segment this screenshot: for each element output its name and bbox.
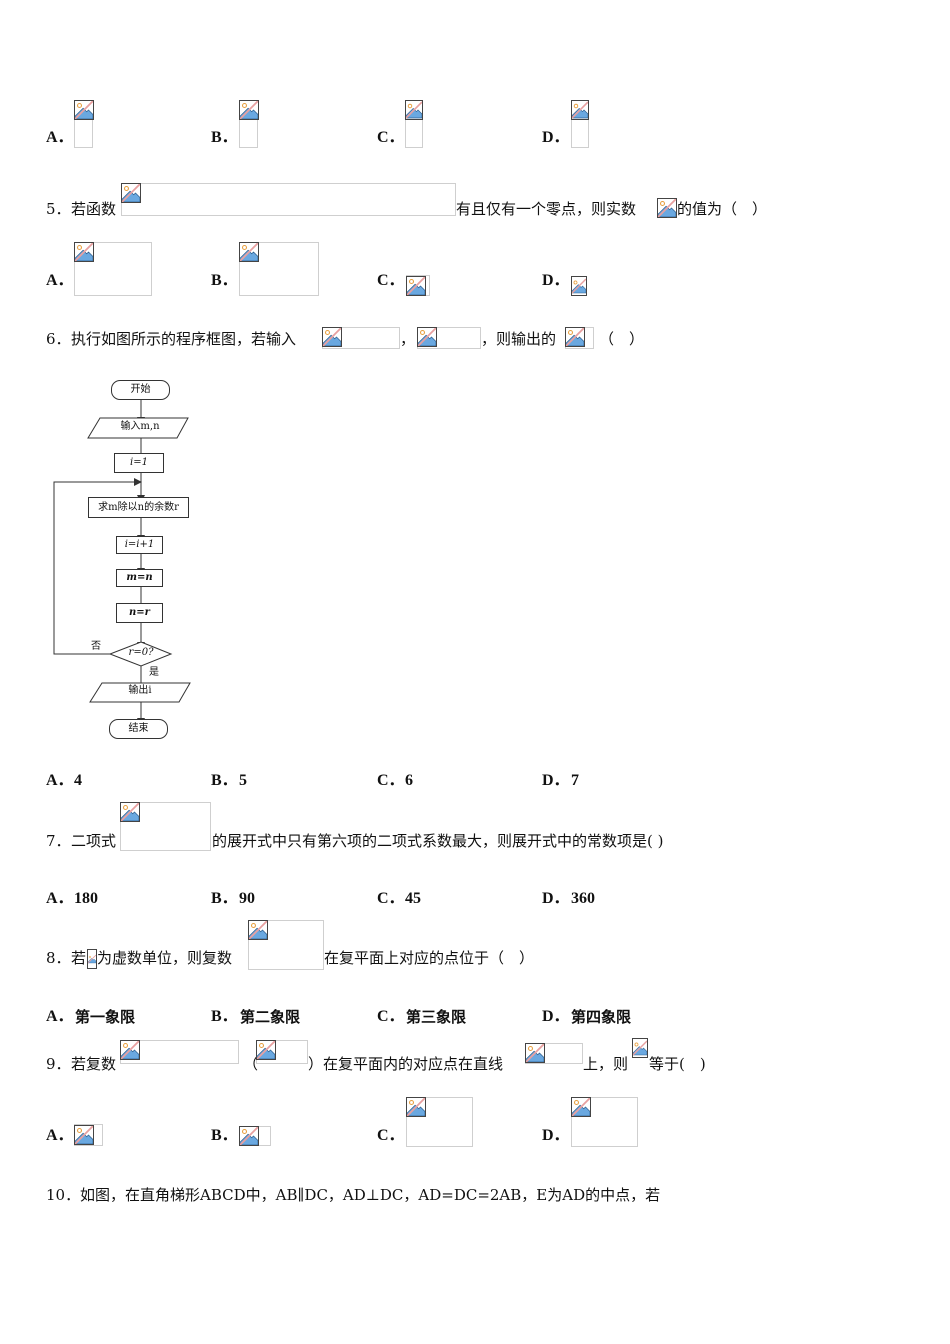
q7-option-b-value: 90 [239,890,255,907]
broken-image-icon [120,802,140,822]
q5-option-c-label: C． [377,272,405,289]
q9-text-2: （ [243,1055,259,1073]
q5-text-3: 的值为（ ） [677,200,768,218]
q8-text-3: 在复平面上对应的点位于（ ） [324,949,535,967]
q9-text-1: 若复数 [71,1055,117,1073]
q7-text-2: 的展开式中只有第六项的二项式系数最大，则展开式中的常数项是( ) [212,832,664,850]
q6-option-a-label: A． [46,772,74,789]
q6-text-4: （ ） [599,330,645,348]
broken-image-icon [657,198,677,218]
q6-text-1: 执行如图所示的程序框图，若输入 [71,330,297,348]
flowchart-input: 输入m,n [120,421,160,432]
q7-option-a-value: 180 [74,890,98,907]
q5-option-d-label: D． [542,272,570,289]
broken-image-icon [121,183,141,203]
q4-option-a-label: A． [46,129,74,146]
broken-image-icon [571,100,589,120]
broken-image-icon [406,1097,426,1117]
q8-option-d-value: 第四象限 [571,1008,632,1026]
q9-text-4: 上，则 [583,1055,629,1073]
q6-option-b-value: 5 [239,772,247,789]
broken-image-icon [239,242,259,262]
q5-number: 5． [46,200,71,218]
broken-image-icon [239,100,259,120]
flowchart-end: 结束 [109,719,168,739]
q7-option-c-label: C． [377,890,405,907]
q6-text-3: ，则输出的 [481,330,557,348]
q6-option-a-value: 4 [74,772,82,789]
q6-option-d-label: D． [542,772,570,789]
q8-option-a-label: A． [46,1008,74,1025]
broken-image-icon [571,276,587,296]
q4-option-b-label: B． [211,129,238,146]
broken-image-icon [74,1125,94,1145]
flowchart-init: i=1 [114,453,164,473]
flowchart-increment: i=i+1 [116,536,163,554]
q10-number: 10． [46,1186,81,1204]
q5-function-image [121,183,456,216]
q6-option-d-value: 7 [571,772,579,789]
broken-image-icon [256,1040,276,1060]
broken-image-icon [322,327,342,347]
flowchart-assign-n: n=r [116,603,163,623]
broken-image-icon [405,100,423,120]
q6-option-c-value: 6 [405,772,413,789]
q8-number: 8． [46,949,71,967]
flowchart-no-label: 否 [91,641,101,652]
flowchart-yes-label: 是 [149,667,159,678]
broken-image-icon [239,1126,259,1146]
q9-option-d-label: D． [542,1127,570,1144]
q10-text: 如图，在直角梯形ABCD中，AB∥DC，AD⊥DC，AD=DC=2AB，E为AD… [80,1186,661,1204]
q9-number: 9． [46,1055,71,1073]
broken-image-icon [74,242,94,262]
q7-option-b-label: B． [211,890,238,907]
flowchart-start: 开始 [111,380,170,400]
broken-image-icon [417,327,437,347]
q8-option-b-value: 第二象限 [240,1008,301,1026]
q5-option-b-label: B． [211,272,238,289]
broken-image-icon [74,100,94,120]
flowchart-condition: r=0? [128,647,154,658]
q8-option-c-label: C． [377,1008,405,1025]
q9-option-b-label: B． [211,1127,238,1144]
q8-text-2: 为虚数单位，则复数 [97,949,233,967]
q8-option-d-label: D． [542,1008,570,1025]
q7-option-a-label: A． [46,890,74,907]
q7-text-1: 二项式 [71,832,117,850]
q5-text-1: 若函数 [71,200,117,218]
q5-option-a-label: A． [46,272,74,289]
flowchart-assign-m: m=n [116,569,163,587]
q9-text-3: ）在复平面内的对应点在直线 [308,1055,504,1073]
broken-image-icon [571,1097,591,1117]
broken-image-icon [406,276,426,296]
q6-option-c-label: C． [377,772,405,789]
broken-image-icon [632,1038,648,1058]
q4-option-c-label: C． [377,129,405,146]
q7-number: 7． [46,832,71,850]
broken-image-icon [525,1043,545,1063]
q9-option-c-label: C． [377,1127,405,1144]
q9-text-5: 等于( ) [649,1055,706,1073]
broken-image-icon [565,327,585,347]
q6-option-b-label: B． [211,772,238,789]
q7-option-d-label: D． [542,890,570,907]
q8-option-b-label: B． [211,1008,238,1025]
q4-option-d-label: D． [542,129,570,146]
q8-option-a-value: 第一象限 [75,1008,136,1026]
q7-option-c-value: 45 [405,890,421,907]
broken-image-icon [248,920,268,940]
flowchart-output: 输出i [128,685,152,696]
q9-option-a-label: A． [46,1127,74,1144]
flowchart-remainder: 求m除以n的余数r [88,497,189,518]
q8-text-1: 若 [71,949,87,967]
broken-image-icon [120,1040,140,1060]
q8-option-c-value: 第三象限 [406,1008,467,1026]
q6-text-2: ， [400,330,416,348]
q7-option-d-value: 360 [571,890,595,907]
q6-number: 6． [46,330,71,348]
broken-image-icon [87,949,97,969]
q5-text-2: 有且仅有一个零点，则实数 [456,200,637,218]
